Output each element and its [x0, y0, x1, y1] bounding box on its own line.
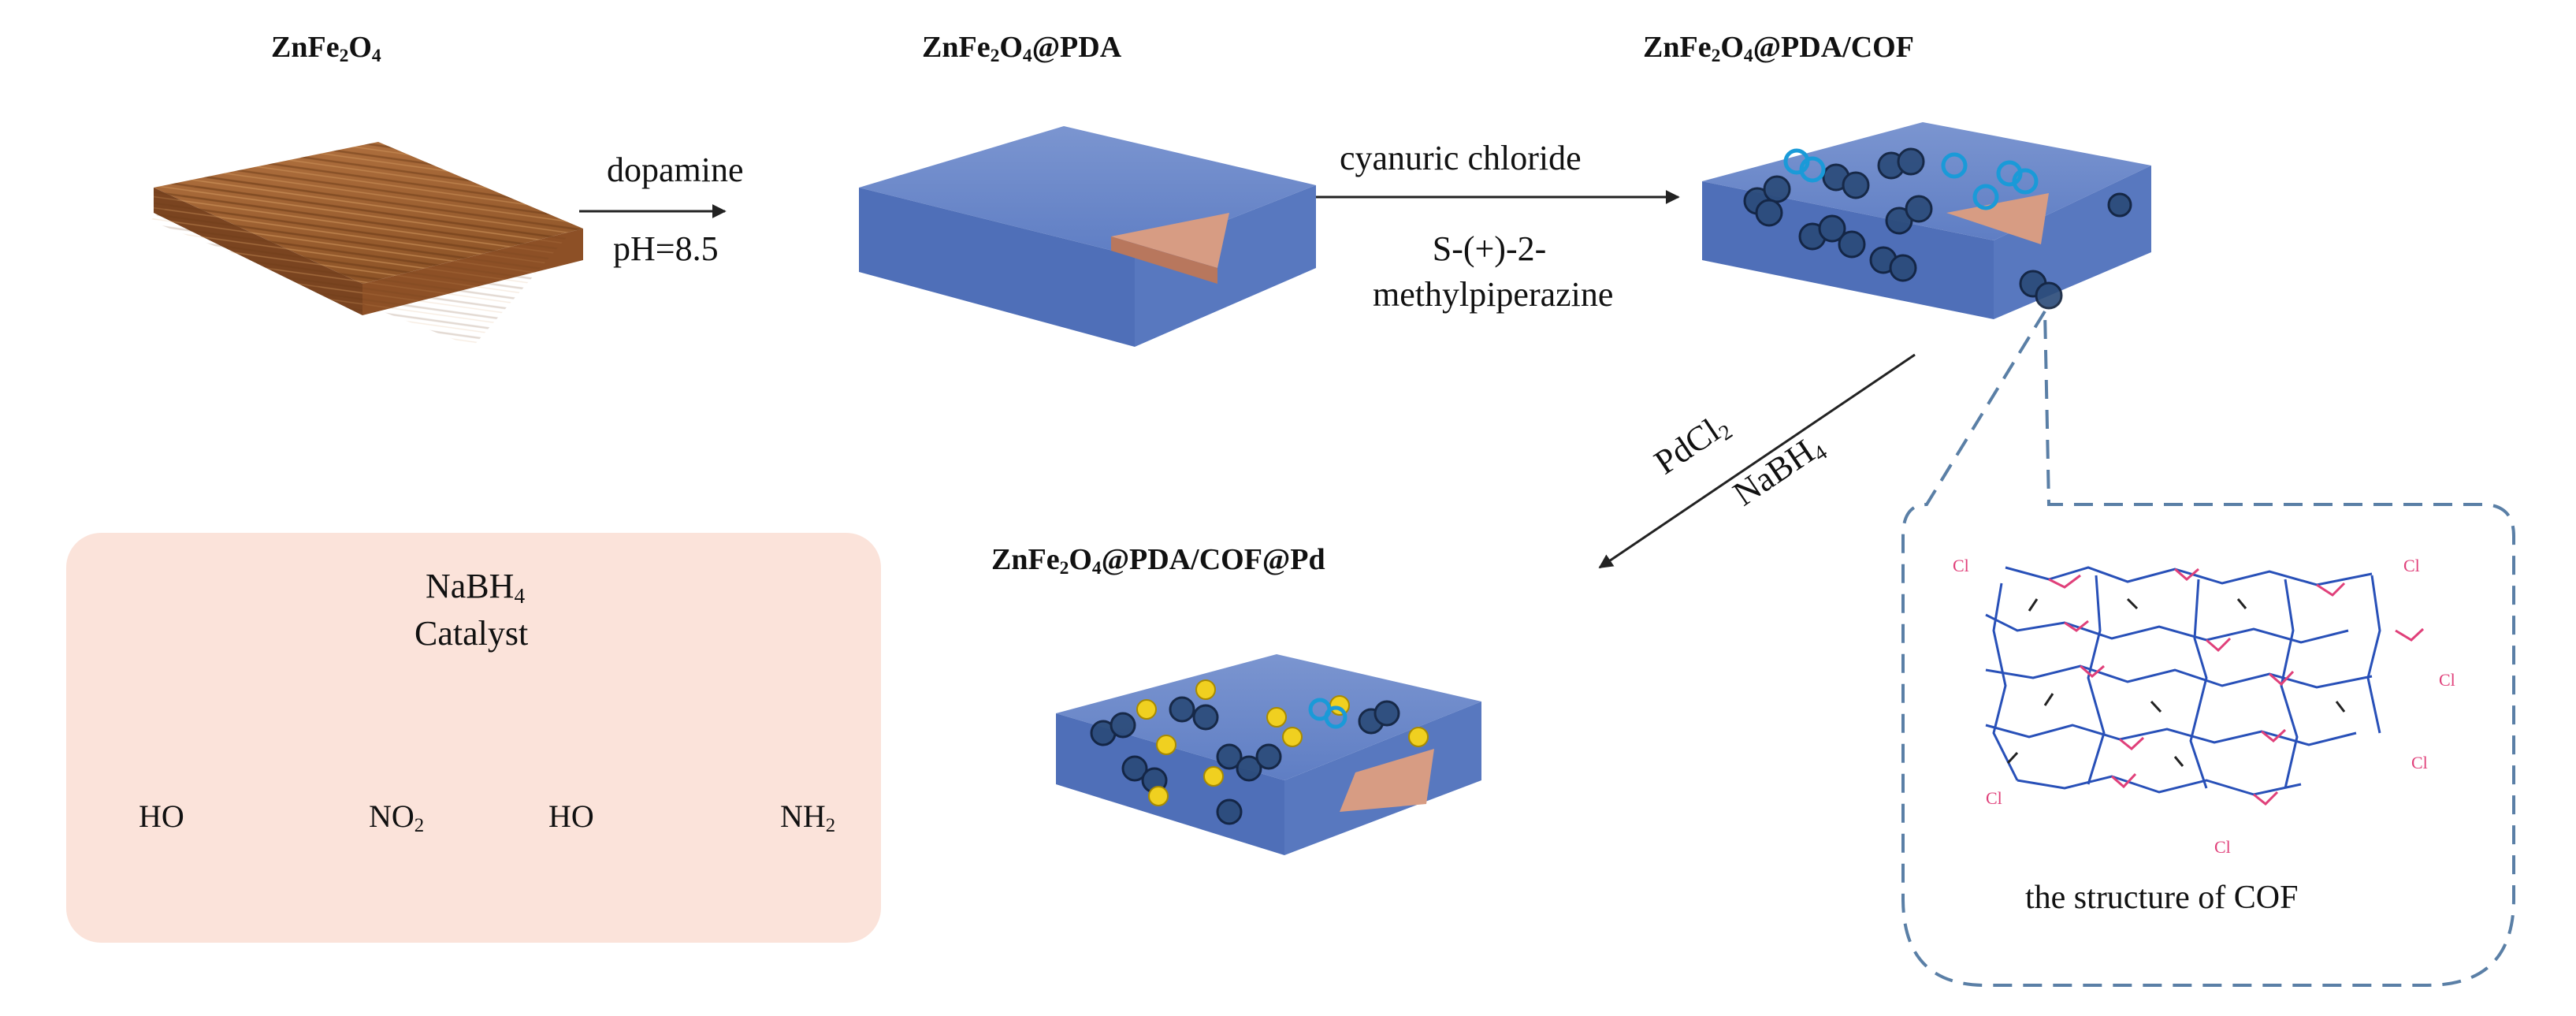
- title-znfe2o4-pda-cof-pd: ZnFe2O4@PDA/COF@Pd: [991, 543, 1325, 579]
- cof-cl-label: Cl: [2411, 753, 2428, 772]
- pd-block: [1056, 654, 1481, 855]
- cof-caption: the structure of COF: [2025, 880, 2299, 916]
- reaction-catalyst: Catalyst: [414, 614, 529, 653]
- product-amine: NH2: [780, 798, 836, 837]
- cof-block: [1702, 122, 2151, 319]
- cof-callout: [1901, 306, 2515, 987]
- step2-line3: methylpiperazine: [1373, 275, 1614, 314]
- title-znfe2o4-pda-cof: ZnFe2O4@PDA/COF: [1643, 31, 1914, 66]
- title-znfe2o4-pda: ZnFe2O4@PDA: [922, 31, 1122, 66]
- cof-cl-label: Cl: [2214, 837, 2231, 857]
- cof-cl-label: Cl: [2439, 670, 2455, 690]
- step2-reagent: cyanuric chloride: [1340, 139, 1582, 177]
- step2-line2: S-(+)-2-: [1432, 229, 1547, 268]
- reaction-reagent: NaBH4: [426, 567, 526, 608]
- step1-condition: pH=8.5: [613, 229, 719, 268]
- pda-block: [859, 126, 1316, 347]
- reactant-nitro: NO2: [369, 798, 425, 837]
- cof-cl-label: Cl: [1986, 788, 2002, 808]
- cof-cl-label: Cl: [1953, 556, 1969, 575]
- cof-cl-label: Cl: [2403, 556, 2420, 575]
- title-znfe2o4: ZnFe2O4: [271, 31, 381, 66]
- pd-nanoparticles: [1136, 679, 1429, 806]
- arrow-step3: [1598, 353, 1916, 569]
- reactant-hydroxyl: HO: [139, 798, 184, 834]
- step1-reagent: dopamine: [607, 151, 744, 189]
- reaction-panel: [66, 533, 881, 943]
- cof-network: [1985, 566, 2425, 806]
- znfe2o4-block: [150, 142, 583, 347]
- product-hydroxyl: HO: [548, 798, 594, 834]
